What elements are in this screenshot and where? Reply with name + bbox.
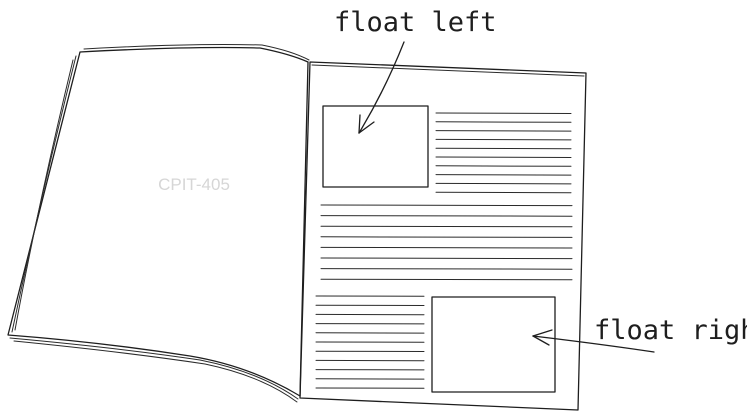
text-line bbox=[320, 246, 573, 249]
text-line bbox=[435, 165, 572, 167]
float-left-arrow bbox=[358, 41, 405, 134]
text-line bbox=[435, 130, 572, 132]
text-lines-bottom-left bbox=[315, 295, 425, 389]
text-line bbox=[435, 191, 572, 194]
text-line bbox=[435, 121, 572, 123]
left-page: CPIT-405 bbox=[7, 44, 310, 403]
text-line bbox=[435, 138, 572, 141]
float-right-label: float right bbox=[594, 315, 747, 346]
float-left-box bbox=[322, 105, 429, 188]
float-right-arrow bbox=[532, 329, 655, 353]
text-lines-top-right bbox=[435, 112, 572, 194]
text-line bbox=[320, 225, 573, 228]
text-line bbox=[320, 268, 573, 270]
text-line bbox=[435, 174, 572, 176]
text-line bbox=[435, 182, 572, 185]
text-line bbox=[320, 204, 573, 207]
float-right-box bbox=[431, 296, 556, 393]
text-lines-middle bbox=[320, 204, 573, 281]
text-line bbox=[320, 278, 573, 281]
text-line bbox=[435, 112, 572, 114]
text-line bbox=[320, 215, 573, 217]
text-line bbox=[320, 236, 573, 238]
course-watermark: CPIT-405 bbox=[158, 175, 230, 194]
text-line bbox=[435, 156, 572, 158]
text-line bbox=[435, 147, 572, 150]
text-line bbox=[320, 257, 573, 260]
right-page bbox=[299, 61, 587, 411]
float-left-label: float left bbox=[334, 7, 497, 38]
